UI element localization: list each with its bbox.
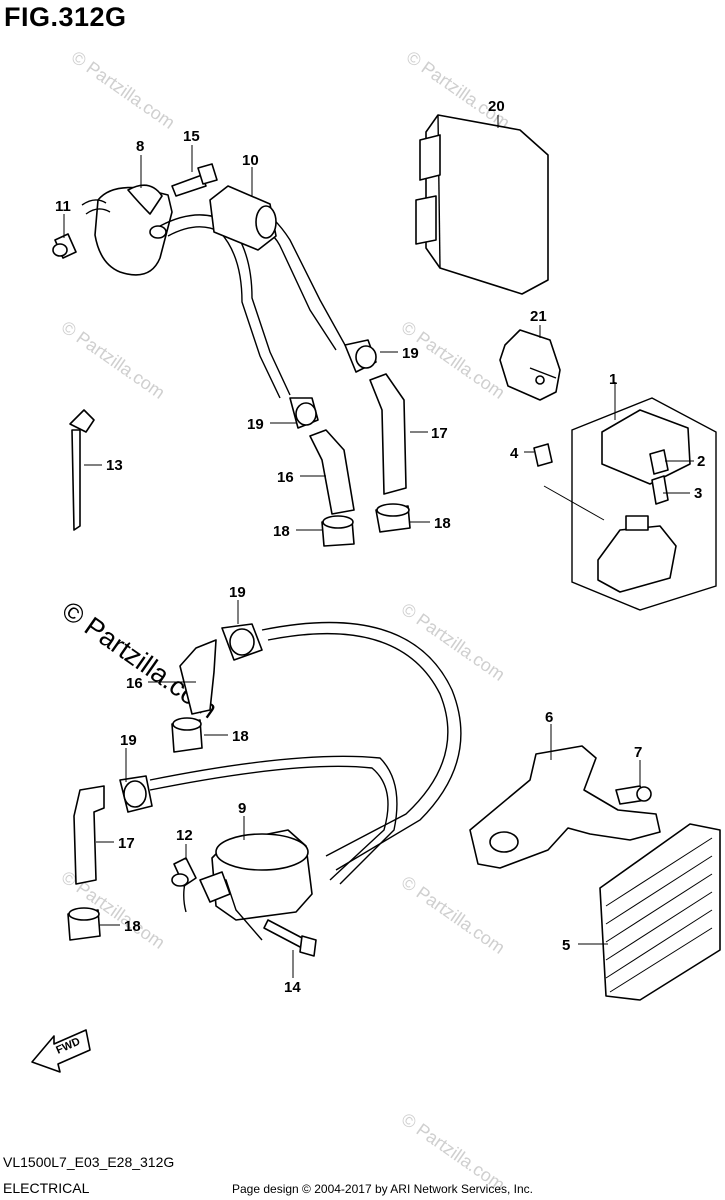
callout-10: 10 (242, 152, 259, 169)
callout-labels: 1 2 3 4 5 6 7 8 9 10 11 12 13 14 15 16 1… (55, 98, 705, 996)
section-title: ELECTRICAL (3, 1180, 90, 1196)
callout-13: 13 (106, 457, 123, 474)
ecm-unit (415, 114, 549, 295)
connector (499, 329, 561, 401)
ignition-coil-lower (149, 621, 462, 957)
copyright-notice: Page design © 2004-2017 by ARI Network S… (232, 1182, 534, 1196)
callout-12: 12 (176, 827, 193, 844)
callout-11: 11 (55, 198, 71, 215)
watermark: © Partzilla.com (398, 599, 509, 685)
model-code: VL1500L7_E03_E28_312G (3, 1154, 175, 1170)
callout-18: 18 (273, 523, 290, 540)
callout-6: 6 (545, 709, 553, 726)
lower-plug-caps (67, 623, 263, 941)
bracket (469, 745, 661, 869)
callout-5: 5 (562, 937, 570, 954)
callout-18: 18 (124, 918, 141, 935)
regulator-rectifier (599, 823, 721, 1001)
callout-19: 19 (120, 732, 137, 749)
callout-20: 20 (488, 98, 505, 115)
callout-19: 19 (229, 584, 246, 601)
callout-7: 7 (634, 744, 642, 761)
callout-1: 1 (609, 371, 617, 388)
callout-21: 21 (530, 308, 547, 325)
callout-9: 9 (238, 800, 246, 817)
callout-18: 18 (434, 515, 451, 532)
ignition-coil-upper (52, 163, 411, 547)
figure-title: FIG.312G (4, 2, 127, 32)
callout-19: 19 (247, 416, 264, 433)
leader-lines (63, 115, 694, 978)
cable-tie (69, 409, 95, 531)
watermark: © Partzilla.com (58, 317, 169, 403)
watermark: © Partzilla.com (398, 872, 509, 958)
callout-3: 3 (694, 485, 702, 502)
watermark: © Partzilla.com (68, 47, 179, 133)
callout-15: 15 (183, 128, 200, 145)
callout-16: 16 (126, 675, 143, 692)
callout-14: 14 (284, 979, 301, 996)
callout-16: 16 (277, 469, 294, 486)
relay-assembly-box (533, 397, 717, 611)
callout-2: 2 (697, 453, 705, 470)
callout-17: 17 (431, 425, 448, 442)
callout-8: 8 (136, 138, 144, 155)
callout-18: 18 (232, 728, 249, 745)
callout-17: 17 (118, 835, 135, 852)
forward-arrow: FWD (31, 1029, 91, 1073)
callout-4: 4 (510, 445, 519, 462)
callout-19: 19 (402, 345, 419, 362)
